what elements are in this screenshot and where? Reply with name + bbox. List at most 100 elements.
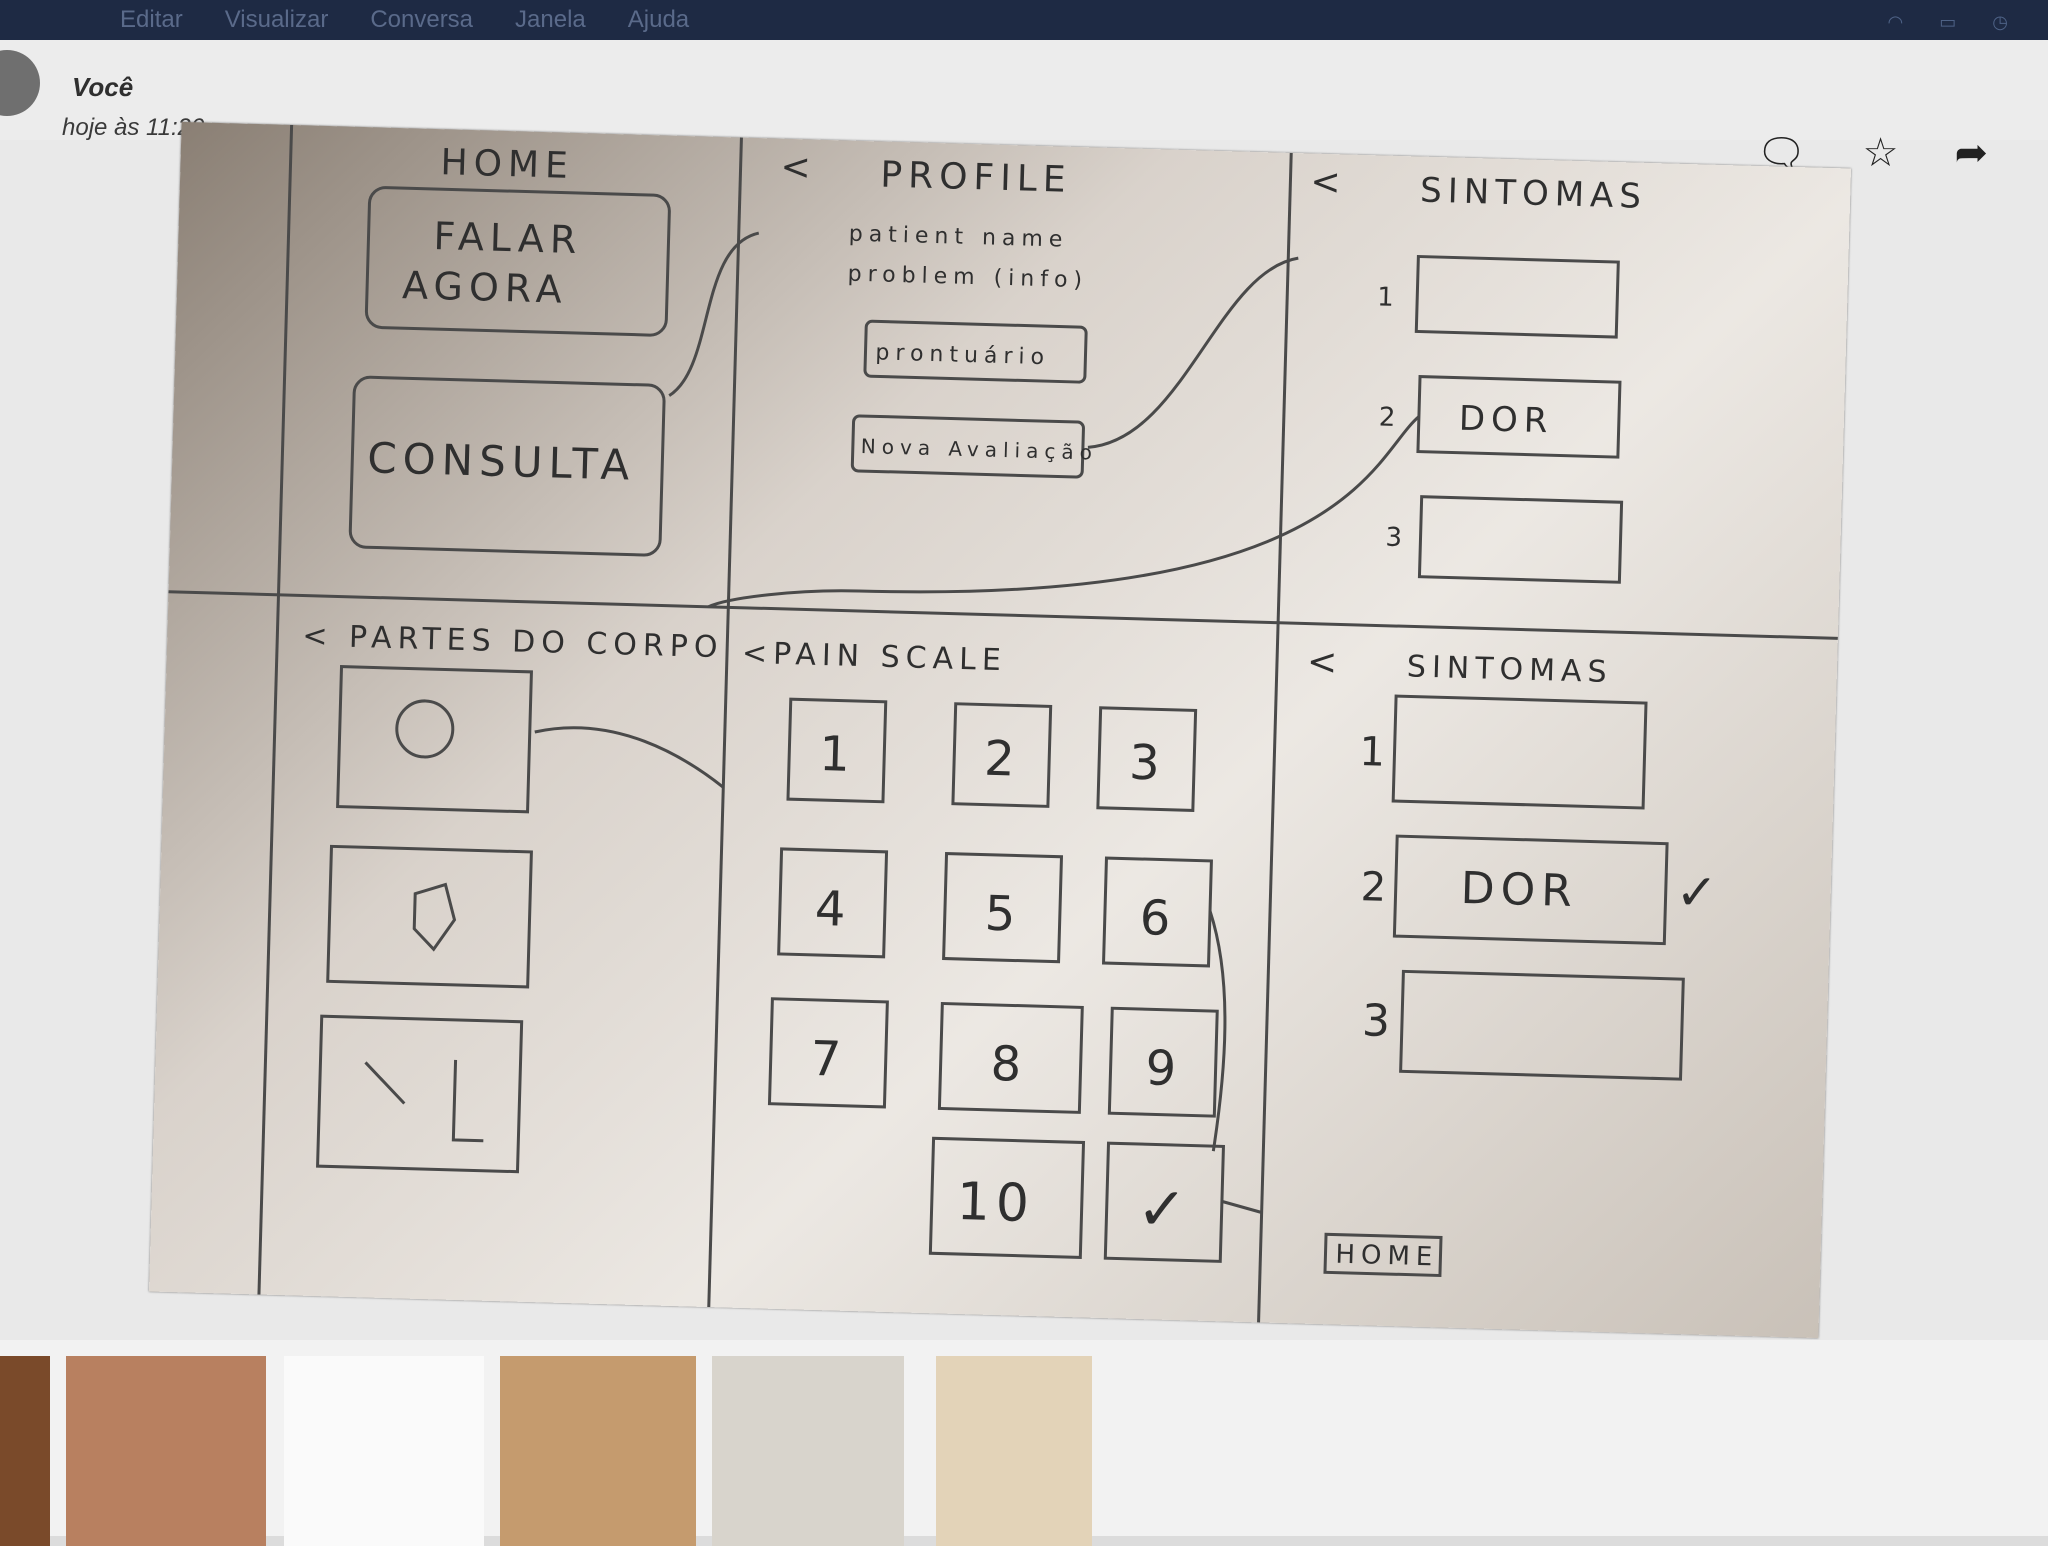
new-evaluation-label: Nova Avaliação xyxy=(861,434,1099,465)
body-part-head[interactable] xyxy=(336,665,533,814)
menu-item-janela[interactable]: Janela xyxy=(515,6,586,33)
new-evaluation-button[interactable] xyxy=(850,414,1085,479)
flow-arrow xyxy=(1221,1199,1263,1214)
home-title: HOME xyxy=(440,142,574,187)
pain-key-8[interactable] xyxy=(937,1001,1084,1114)
battery-icon: ▭ xyxy=(1939,12,1957,32)
avatar xyxy=(0,50,40,116)
thumbnail[interactable] xyxy=(66,1356,266,1546)
message-header: Você hoje às 11:20 xyxy=(0,40,2048,141)
symptom-number-1: 1 xyxy=(1377,282,1400,313)
pain-key-9-label: 9 xyxy=(1145,1040,1183,1097)
symptom-slot-2[interactable] xyxy=(1416,375,1622,459)
symptom-number-2b: 2 xyxy=(1360,864,1393,911)
grid-line xyxy=(1257,152,1293,1323)
clock-icon: ◷ xyxy=(1992,12,2008,32)
consult-label: CONSULTA xyxy=(367,433,636,489)
talk-now-label-1: FALAR xyxy=(433,214,583,262)
profile-back-icon[interactable]: < xyxy=(780,147,817,189)
symptom-selected-check-icon: ✓ xyxy=(1675,863,1725,922)
symptoms-back-icon[interactable]: < xyxy=(1310,161,1347,203)
symptom-slot-3[interactable] xyxy=(1399,969,1685,1081)
pain-key-10[interactable] xyxy=(928,1136,1086,1259)
consult-button[interactable] xyxy=(348,375,666,557)
symptom-slot-1[interactable] xyxy=(1414,254,1620,339)
wifi-icon: ◠ xyxy=(1887,12,1904,32)
status-icons: ◠ ▭ ◷ xyxy=(1888,12,2008,33)
body-parts-title: < PARTES DO CORPO xyxy=(302,618,724,665)
home-button[interactable] xyxy=(1323,1232,1443,1278)
pain-key-3-label: 3 xyxy=(1128,735,1166,792)
symptom-slot-1[interactable] xyxy=(1391,694,1648,810)
record-label: prontuário xyxy=(875,340,1050,370)
pain-key-4[interactable] xyxy=(777,847,889,959)
thumbnail[interactable] xyxy=(712,1356,904,1546)
grid-line xyxy=(257,124,294,1295)
star-icon[interactable]: ☆ xyxy=(1862,131,1899,175)
symptom-pain-label: DOR xyxy=(1458,399,1554,442)
pain-key-2-label: 2 xyxy=(983,731,1021,788)
pain-key-7[interactable] xyxy=(767,997,889,1109)
sketch-canvas: HOME FALAR AGORA CONSULTA < PROFILE pati… xyxy=(168,124,1838,1323)
menu-item-ajuda[interactable]: Ajuda xyxy=(627,6,690,33)
pain-key-6-label: 6 xyxy=(1139,890,1177,947)
grid-line xyxy=(168,590,1838,640)
thumbnail[interactable] xyxy=(284,1356,484,1546)
symptom-number-3b: 3 xyxy=(1361,995,1396,1047)
body-part-limbs[interactable] xyxy=(316,1014,524,1174)
pain-key-9[interactable] xyxy=(1107,1006,1219,1118)
menu-item-editar[interactable]: Editar xyxy=(120,6,183,33)
pain-key-2[interactable] xyxy=(951,702,1053,808)
home-button-label: HOME xyxy=(1335,1240,1439,1273)
symptom-slot-3[interactable] xyxy=(1417,495,1624,584)
share-icon[interactable]: ➦ xyxy=(1954,131,1988,175)
record-button[interactable] xyxy=(863,319,1088,384)
pain-key-10-label: 10 xyxy=(956,1172,1036,1234)
menu-bar: Editar Visualizar Conversa Janela Ajuda … xyxy=(0,0,2048,44)
pain-key-5-label: 5 xyxy=(984,886,1022,943)
symptoms-title-2: SINTOMAS xyxy=(1406,649,1613,690)
pain-key-4-label: 4 xyxy=(814,881,852,938)
flow-arrow xyxy=(668,231,760,397)
pain-key-1-label: 1 xyxy=(818,726,856,783)
pain-key-5[interactable] xyxy=(942,852,1064,964)
symptom-pain-label-2: DOR xyxy=(1460,863,1578,917)
thumbnail-strip xyxy=(0,1340,2048,1546)
grid-line xyxy=(707,137,743,1308)
pain-key-1[interactable] xyxy=(786,697,888,804)
menu-item-visualizar[interactable]: Visualizar xyxy=(224,6,329,33)
body-part-torso[interactable] xyxy=(326,844,533,989)
symptom-number-3: 3 xyxy=(1385,523,1408,554)
thumbnail[interactable] xyxy=(0,1356,50,1546)
flow-arrow xyxy=(1087,256,1299,449)
pain-key-7-label: 7 xyxy=(810,1031,848,1088)
talk-now-label-2: AGORA xyxy=(402,263,569,312)
flow-arrow xyxy=(1208,910,1227,1152)
pain-key-3[interactable] xyxy=(1096,706,1198,812)
talk-now-button[interactable] xyxy=(364,186,671,337)
symptoms-back-icon-2[interactable]: < xyxy=(1306,642,1343,684)
viewer-actions: 🗨 ☆ ➦ xyxy=(1756,130,1988,177)
head-drawing xyxy=(395,699,455,759)
symptom-number-2: 2 xyxy=(1378,402,1401,433)
flow-arrow xyxy=(707,415,1420,609)
sender-name: Você xyxy=(72,72,134,102)
menu-list: Editar Visualizar Conversa Janela Ajuda xyxy=(120,6,689,34)
torso-drawing xyxy=(412,882,457,952)
pain-scale-title: <PAIN SCALE xyxy=(742,636,1008,678)
profile-title: PROFILE xyxy=(880,154,1072,200)
profile-problem-info: problem (info) xyxy=(847,262,1088,294)
profile-patient-name: patient name xyxy=(848,222,1068,253)
limbs-drawing xyxy=(364,1059,484,1143)
menu-item-conversa[interactable]: Conversa xyxy=(370,6,474,33)
wireframe-sketch: HOME FALAR AGORA CONSULTA < PROFILE pati… xyxy=(148,121,1852,1339)
thumbnail[interactable] xyxy=(936,1356,1092,1546)
thumbnail[interactable] xyxy=(500,1356,696,1546)
pain-key-8-label: 8 xyxy=(990,1036,1028,1093)
symptoms-title: SINTOMAS xyxy=(1420,171,1648,217)
symptom-slot-2[interactable] xyxy=(1392,834,1669,946)
pain-confirm-check-icon: ✓ xyxy=(1136,1174,1194,1246)
symptom-number-1b: 1 xyxy=(1359,729,1392,776)
flow-arrow xyxy=(534,726,725,789)
pain-confirm-button[interactable] xyxy=(1103,1141,1226,1263)
